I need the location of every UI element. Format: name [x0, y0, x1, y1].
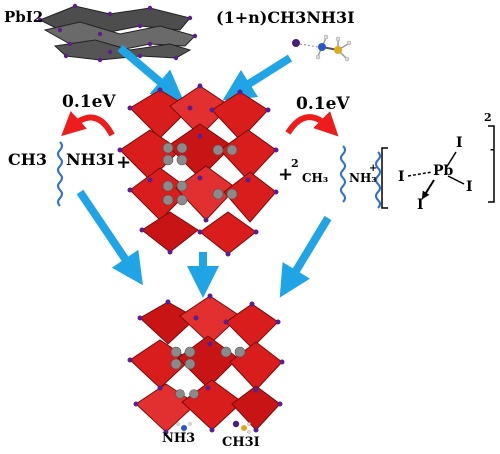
- ch3i-fragment: [232, 420, 251, 434]
- energy-label-right: 0.1eV: [296, 94, 350, 114]
- ch3-left-label: CH3: [8, 150, 47, 169]
- pbi2-layer-structure: [37, 3, 198, 63]
- curved-arrow-left: [61, 111, 115, 137]
- complex-minus: -: [490, 143, 495, 156]
- methylammonium-iodide-label: (1+n)CH3NH3I: [216, 8, 355, 27]
- ch3-right-label: CH₃: [302, 171, 329, 185]
- methylammonium-iodide-molecule: [292, 34, 352, 62]
- arrow-left-to-product: [76, 189, 143, 286]
- lead-label: Pb: [433, 163, 454, 179]
- stoichiometric-two: 2: [291, 157, 299, 170]
- wavy-bond-left: [57, 141, 63, 207]
- iodine-right: I: [466, 179, 473, 195]
- pbi-complex-bonds: [407, 151, 465, 200]
- iodine-top: I: [456, 135, 463, 151]
- nh3-fragment: [176, 422, 192, 435]
- nh3-charge: +: [369, 163, 378, 174]
- nh3-product-label: NH3: [162, 431, 196, 446]
- pbi2-label: PbI2: [4, 8, 44, 26]
- intermediate-perovskite-crystal: [117, 83, 279, 257]
- wavy-bond-right: [340, 145, 381, 209]
- plus-left: +: [116, 152, 132, 173]
- curved-arrow-right: [285, 111, 339, 137]
- product-perovskite-crystal: [127, 293, 285, 435]
- nh3-right-label: NH₃: [349, 171, 377, 185]
- iodine-left: I: [398, 169, 405, 185]
- arrow-right-to-product: [279, 215, 332, 298]
- plus-two: +: [278, 164, 294, 185]
- energy-label-left: 0.1eV: [62, 92, 116, 112]
- complex-charge: 2: [484, 111, 492, 124]
- iodine-bottom: I: [417, 197, 424, 213]
- arrow-mai-to-perovskite: [222, 54, 293, 101]
- complex-brackets: [381, 125, 495, 209]
- nh3i-left-label: NH3I: [66, 150, 115, 169]
- reaction-arrows: [76, 44, 332, 298]
- energy-curved-arrows: [61, 111, 339, 137]
- arrow-pbi2-to-perovskite: [117, 44, 185, 103]
- ch3i-product-label: CH3I: [222, 435, 260, 450]
